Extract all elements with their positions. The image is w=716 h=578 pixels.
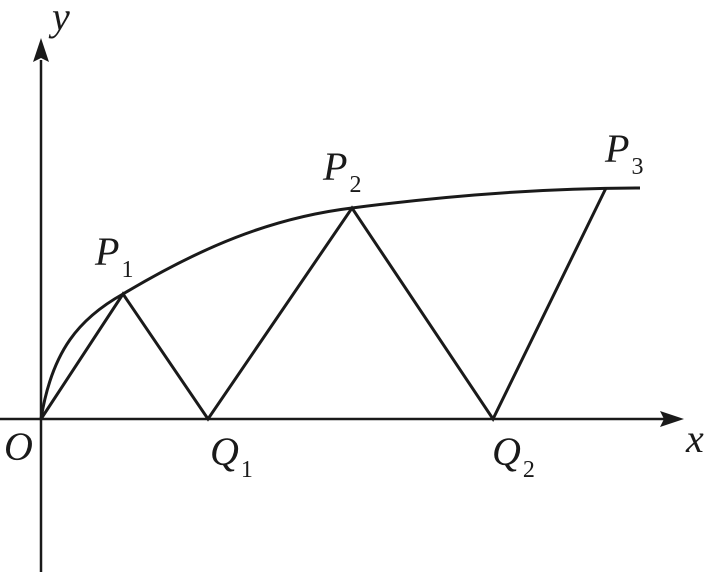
point-P3-label: P3	[604, 126, 643, 180]
y-axis-label: y	[48, 0, 70, 39]
point-P1-label: P1	[94, 229, 133, 283]
point-Q2-label: Q2	[492, 429, 535, 483]
origin-label: O	[4, 424, 33, 469]
y-axis-arrow	[33, 38, 49, 62]
curve	[39, 186, 641, 420]
zigzag-segments	[39, 187, 608, 423]
point-P2-label: P2	[322, 144, 361, 198]
x-axis-arrow	[660, 411, 684, 427]
x-axis-label: x	[685, 416, 704, 461]
point-Q1-label: Q1	[210, 429, 253, 483]
